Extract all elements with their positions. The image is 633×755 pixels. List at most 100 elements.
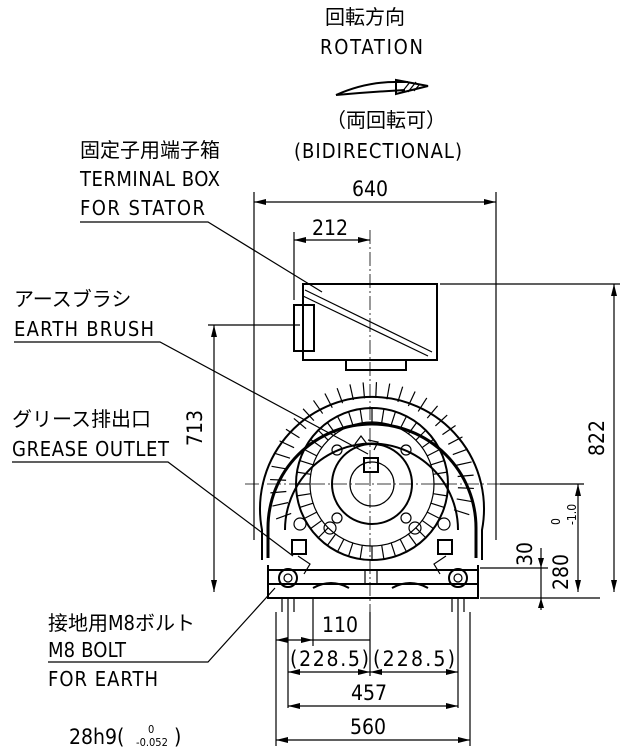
bearing-rib: [399, 538, 408, 552]
bearing-rib: [347, 411, 354, 426]
cooling-fin: [285, 428, 300, 439]
dim-height-822: 822: [585, 420, 609, 456]
dim-shaft-height: 280: [549, 554, 573, 590]
dim-foot-110: 110: [322, 613, 358, 637]
rotation-label-jp: 回転方向: [325, 5, 405, 29]
bearing-rib: [407, 533, 418, 546]
bearing-rib: [399, 416, 408, 430]
earth-bolt-label-en2: FOR EARTH: [48, 667, 158, 691]
bearing-rib: [299, 459, 314, 466]
cooling-fin: [270, 490, 287, 494]
bearing-rib: [299, 502, 314, 509]
dim-shaft-height-tol-upper: 0: [549, 518, 563, 525]
bearing-rib: [381, 545, 385, 560]
dimension-560: 560: [276, 612, 471, 746]
bearing-rib: [359, 545, 363, 560]
dim-shaft-fit-close: ): [174, 725, 181, 749]
dim-shaft-fit-upper: 0: [148, 723, 154, 736]
dimension-822: 822: [440, 283, 620, 592]
bearing-rib: [310, 519, 323, 530]
grease-outlet-label-en: GREASE OUTLET: [12, 437, 170, 461]
dim-height-713: 713: [183, 410, 207, 446]
dim-overall-width: 640: [352, 177, 388, 201]
dimension-457: 457: [288, 681, 458, 709]
cooling-fin: [362, 382, 366, 399]
cooling-fin: [324, 393, 333, 408]
bearing-rib: [415, 429, 427, 441]
cooling-fin: [279, 440, 295, 449]
cooling-fin: [407, 391, 416, 407]
cooling-fin: [386, 383, 391, 400]
bearing-rib: [426, 511, 440, 520]
dimension-110: 110: [275, 598, 370, 746]
bearing-rib: [326, 533, 337, 546]
cooling-fin: [442, 425, 456, 436]
dim-half-right: (228.5): [373, 647, 455, 671]
frame-housing: [259, 382, 485, 575]
bearing-rib: [310, 438, 323, 449]
shaft-fit-note: 28h9( 0 -0.052 ): [69, 723, 181, 749]
rotation-arrow-icon: [335, 78, 429, 96]
cooling-fin: [274, 452, 291, 459]
earth-bolt-label-en1: M8 BOLT: [48, 638, 127, 662]
rotation-indicator: 回転方向 ROTATION （両回転可） (BIDIRECTIONAL): [294, 5, 462, 163]
bearing-rib: [430, 502, 445, 509]
dimension-30: 30: [480, 542, 600, 610]
bearing-rib: [390, 542, 397, 557]
dim-shaft-fit-lower: -0.052: [136, 736, 168, 749]
dim-shaft-fit: 28h9(: [69, 725, 124, 749]
terminal-box-label-en1: TERMINAL BOX: [79, 167, 220, 191]
grease-outlet-label-jp: グリース排出口: [12, 407, 151, 431]
bearing-rib: [415, 527, 427, 539]
callout-terminal-box: 固定子用端子箱 TERMINAL BOX FOR STATOR: [79, 138, 323, 293]
cooling-fin: [457, 474, 474, 478]
dimension-212: 212: [293, 216, 370, 300]
motor-body: [245, 230, 510, 612]
dimension-280: 280 0 -1.0: [500, 483, 584, 592]
bearing-rib: [336, 416, 345, 430]
bearing-rib: [407, 422, 418, 435]
bearing-rib: [430, 459, 445, 466]
cooling-fin: [397, 386, 404, 403]
cooling-fin: [349, 384, 354, 401]
callout-earth-brush: アースブラシ EARTH BRUSH: [14, 287, 369, 455]
bearing-rib: [317, 527, 329, 539]
earth-bolt-label-jp: 接地用M8ボルト: [48, 611, 195, 635]
cooling-fin: [302, 408, 315, 421]
bearing-rib: [304, 511, 318, 520]
cooling-fin: [435, 414, 448, 427]
bearing-rib: [421, 438, 434, 449]
cooling-fin: [313, 400, 324, 414]
dim-shaft-height-tol-lower: -1.0: [565, 504, 579, 525]
cooling-fin: [271, 465, 288, 470]
dim-foot-457: 457: [351, 681, 387, 705]
cooling-fin: [452, 448, 469, 456]
bearing-rib: [433, 471, 448, 475]
earth-brush-label-jp: アースブラシ: [14, 287, 131, 311]
cooling-fin: [456, 498, 473, 503]
callout-grease-outlet: グリース排出口 GREASE OUTLET: [12, 407, 294, 557]
cooling-fin: [426, 405, 439, 419]
motor-feet: [267, 565, 479, 612]
cooling-fin: [448, 436, 463, 445]
dim-base-height: 30: [513, 542, 537, 566]
dim-half-left: (228.5): [290, 647, 369, 671]
bearing-rib: [433, 493, 448, 497]
terminal-box: [293, 283, 438, 371]
rotation-label-en: ROTATION: [320, 35, 423, 59]
bearing-rib: [317, 429, 329, 441]
cooling-fin: [455, 461, 472, 466]
bearing-rib: [296, 471, 311, 475]
dimension-228: (228.5) (228.5): [287, 598, 459, 708]
terminal-box-label-en2: FOR STATOR: [80, 196, 205, 220]
earth-brush-label-en: EARTH BRUSH: [14, 317, 154, 341]
dim-terminal-box-offset: 212: [312, 216, 348, 240]
bearing-rib: [296, 493, 311, 497]
bearing-rib: [326, 422, 337, 435]
cooling-fin: [453, 509, 470, 516]
bearing-rib: [426, 448, 440, 457]
callout-earth-bolt: 接地用M8ボルト M8 BOLT FOR EARTH: [48, 587, 276, 691]
bearing-rib: [336, 538, 345, 552]
dimension-640: 640: [253, 177, 497, 540]
